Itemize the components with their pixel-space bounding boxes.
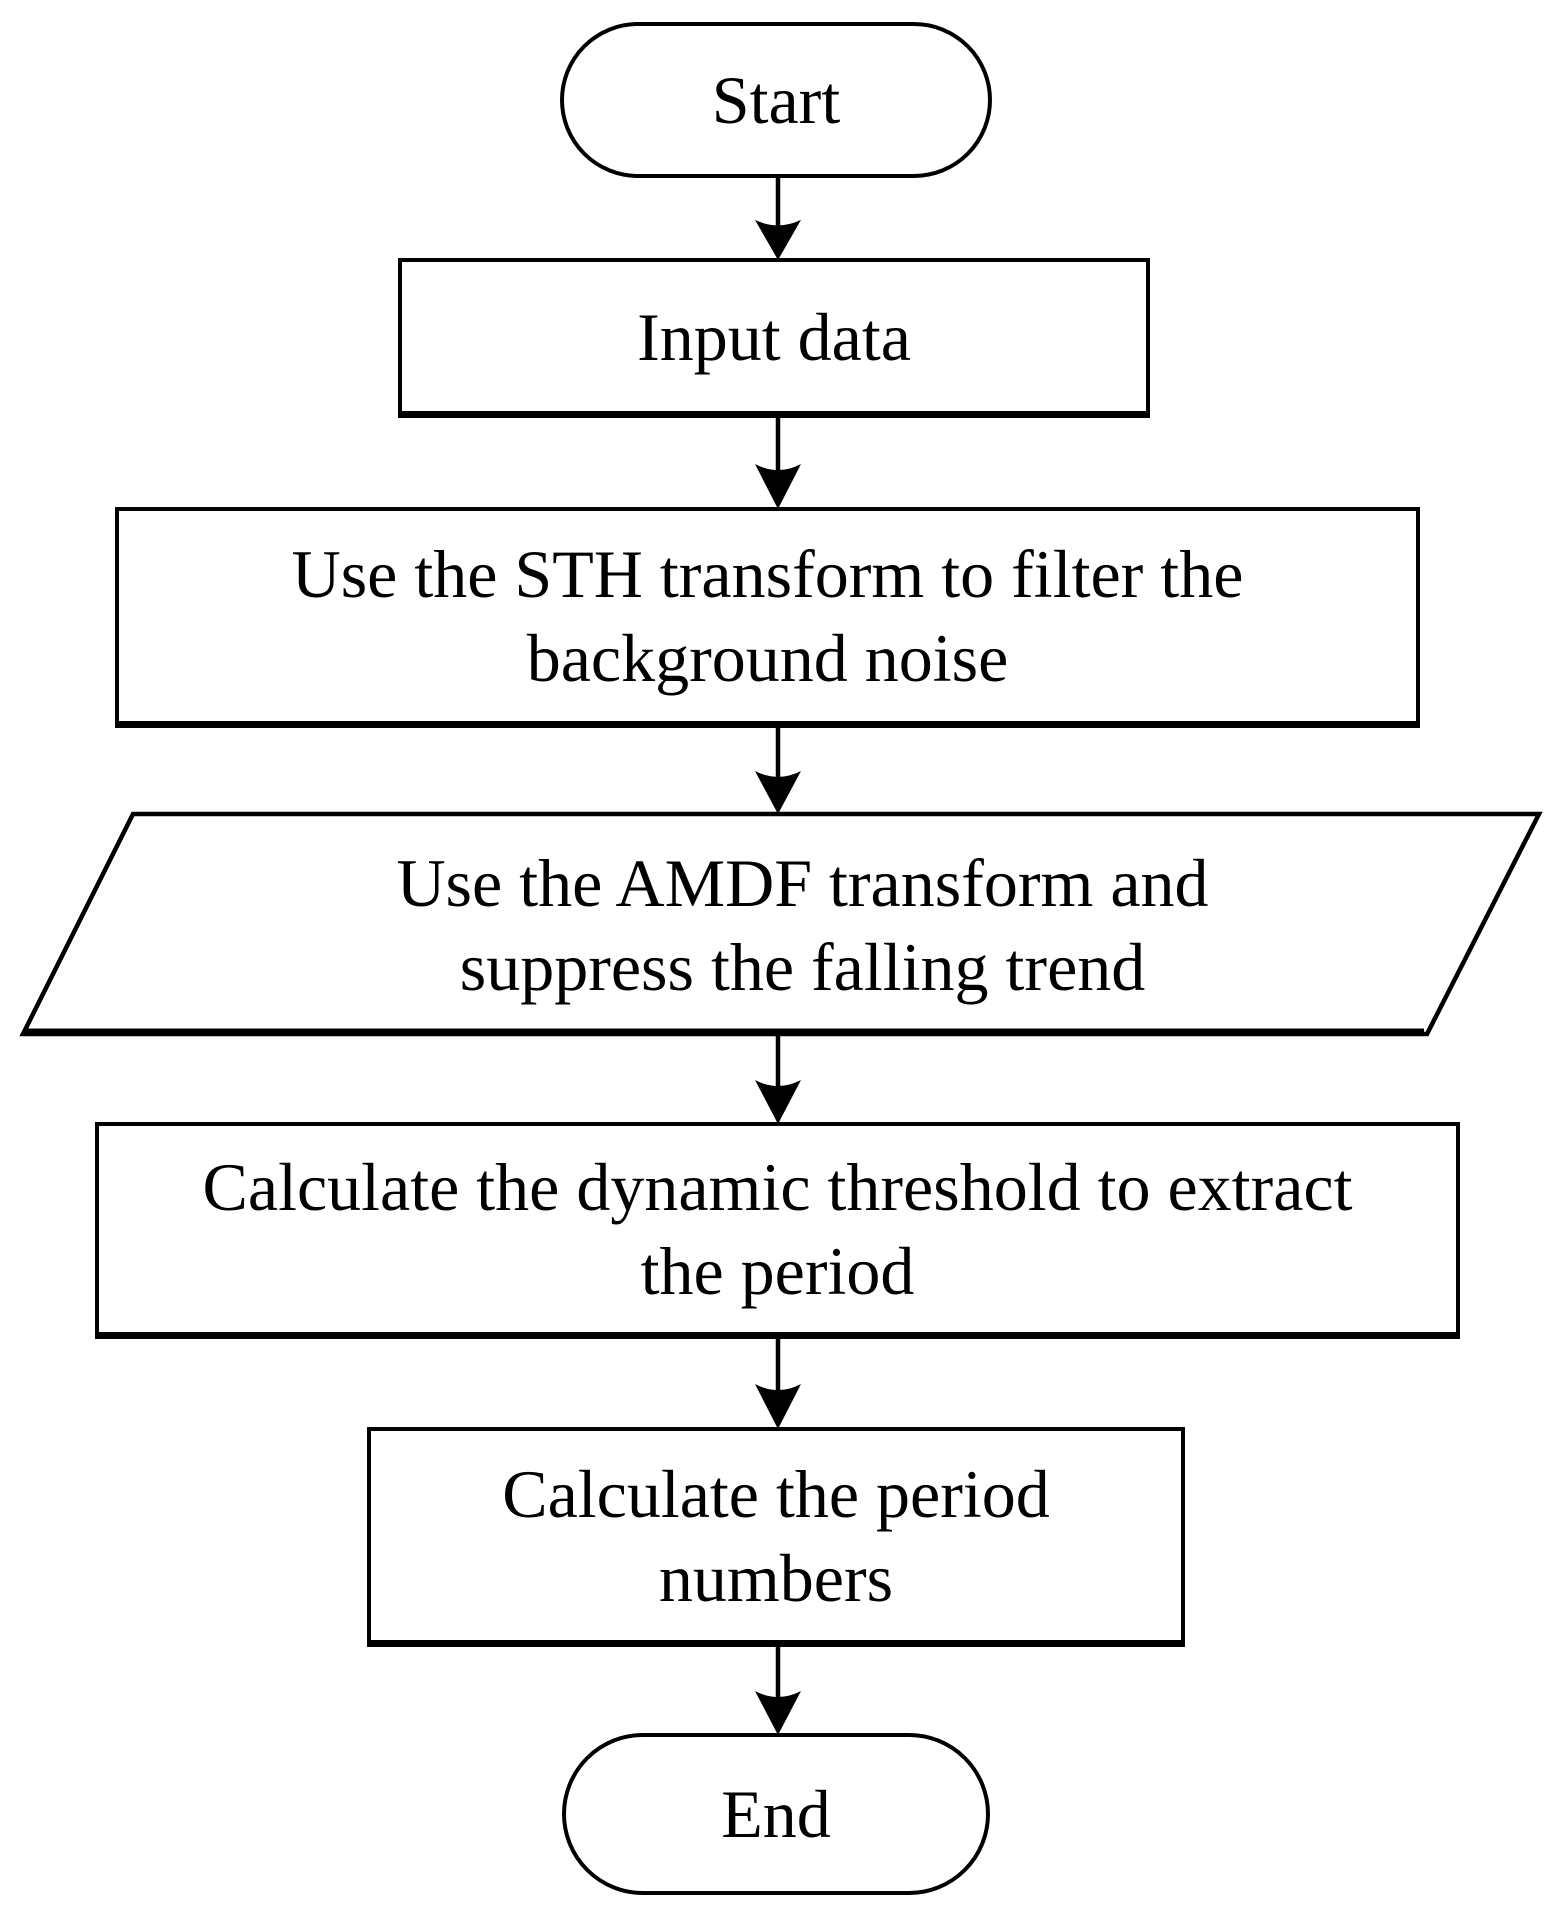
node-input-data-label: Input data bbox=[637, 298, 911, 375]
node-start-label: Start bbox=[711, 62, 841, 138]
node-period-numbers-label-line2: numbers bbox=[658, 1539, 894, 1616]
edge-arrow-input-to-sth bbox=[755, 417, 801, 509]
flowchart-node-amdf: Use the AMDF transform and suppress the … bbox=[26, 811, 1553, 1039]
edge-arrow-threshold-to-numbers bbox=[755, 1337, 801, 1429]
node-dynamic-threshold-label-line2: the period bbox=[640, 1233, 915, 1309]
node-amdf-label-line1: Use the AMDF transform and bbox=[396, 845, 1209, 921]
flowchart-node-dynamic-threshold: Calculate the dynamic threshold to extra… bbox=[95, 1122, 1460, 1339]
node-period-numbers-label-line1: Calculate the period bbox=[502, 1455, 1050, 1532]
edge-arrow-amdf-to-threshold bbox=[755, 1034, 801, 1124]
flowchart-node-sth-filter: Use the STH transform to filter the back… bbox=[115, 507, 1420, 728]
edge-arrow-sth-to-amdf bbox=[755, 726, 801, 814]
flowchart-node-end: End bbox=[562, 1733, 990, 1895]
node-amdf-label-line2: suppress the falling trend bbox=[459, 929, 1146, 1005]
node-sth-filter-label-line1: Use the STH transform to filter the bbox=[291, 536, 1244, 612]
flowchart-node-amdf-shape bbox=[19, 811, 1543, 1037]
node-dynamic-threshold-label-line1: Calculate the dynamic threshold to extra… bbox=[202, 1149, 1353, 1225]
flowchart-node-start: Start bbox=[560, 22, 992, 178]
node-sth-filter-label-line2: background noise bbox=[526, 620, 1009, 696]
edge-arrow-numbers-to-end bbox=[755, 1645, 801, 1735]
flowchart-node-period-numbers: Calculate the period numbers bbox=[367, 1427, 1185, 1647]
edge-arrow-start-to-input bbox=[755, 178, 801, 260]
flowchart-node-input-data: Input data bbox=[398, 258, 1150, 418]
node-end-label: End bbox=[721, 1776, 831, 1852]
